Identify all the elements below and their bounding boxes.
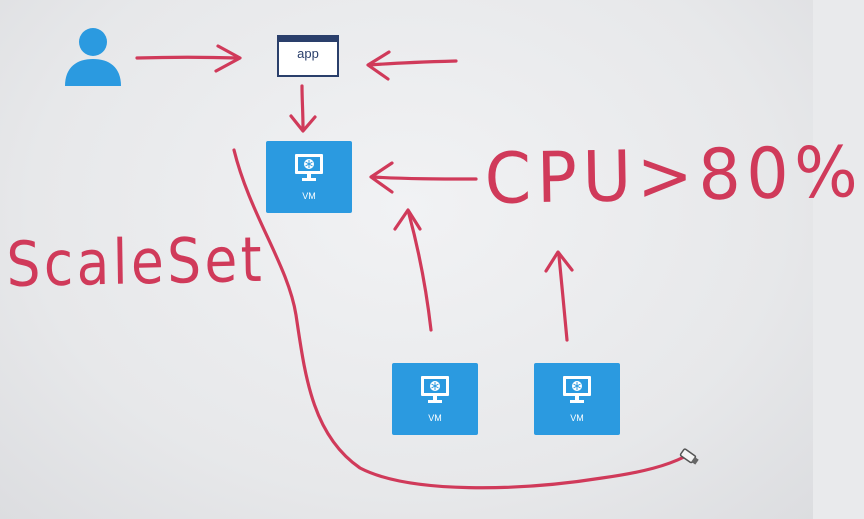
scaleset-boundary-curve xyxy=(232,148,686,490)
arrow-user-to-app-head xyxy=(214,44,242,73)
marker-pen-icon xyxy=(679,448,699,465)
arrow-vm2-up-head xyxy=(544,250,574,273)
monitor-icon xyxy=(295,154,323,181)
monitor-icon xyxy=(563,376,591,403)
arrow-app-to-vm xyxy=(300,84,305,130)
scaleset-handwriting: ScaleSet xyxy=(6,222,266,301)
vm-tile-main: VM xyxy=(266,141,352,213)
arrow-vm1-up xyxy=(407,212,433,332)
arrow-cpu-to-vm xyxy=(371,175,478,181)
vm-label: VM xyxy=(570,413,584,423)
monitor-icon xyxy=(421,376,449,403)
vm-label: VM xyxy=(302,191,316,201)
arrow-app-to-vm-head xyxy=(289,114,317,133)
app-window-icon: app xyxy=(277,35,339,77)
app-label: app xyxy=(297,46,319,61)
arrow-user-to-app xyxy=(135,55,240,60)
vm-tile-scaled-2: VM xyxy=(534,363,620,435)
arrow-vm1-up-head xyxy=(393,208,422,231)
ink-layer xyxy=(135,44,699,490)
vm-label: VM xyxy=(428,413,442,423)
arrow-into-app xyxy=(368,59,458,67)
arrow-vm2-up xyxy=(557,254,569,342)
app-window-titlebar xyxy=(279,37,337,42)
cpu-condition-handwriting: CPU>80% xyxy=(484,131,864,220)
arrow-cpu-to-vm-head xyxy=(369,161,394,194)
user-icon xyxy=(65,28,121,86)
vm-tile-scaled-1: VM xyxy=(392,363,478,435)
arrow-into-app-head xyxy=(366,50,391,81)
